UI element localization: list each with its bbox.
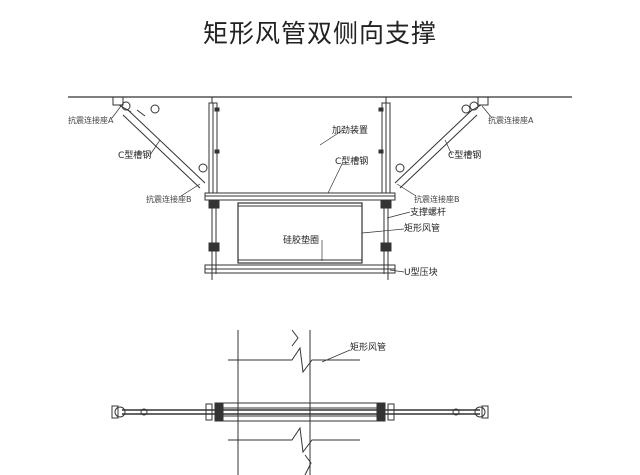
bottom-cross-beam — [204, 264, 396, 280]
rectangular-duct-section — [237, 202, 363, 264]
leader-line-plan — [321, 349, 351, 363]
label-stiffener: 加劲装置 — [332, 124, 368, 136]
label-plan-duct: 矩形风管 — [350, 341, 386, 353]
diagonal-brace-left — [122, 104, 208, 189]
label-support-screw: 支撑螺杆 — [410, 206, 446, 218]
label-u-clamp: U型压块 — [404, 266, 438, 278]
label-rectangular-duct: 矩形风管 — [404, 222, 440, 234]
plan-duct-clamp — [205, 402, 395, 422]
page-title: 矩形风管双侧向支撑 — [202, 19, 437, 48]
vertical-hanger-right — [378, 97, 391, 194]
vertical-hanger-left — [208, 97, 220, 194]
leader-lines-elevation — [111, 105, 493, 273]
label-silicone-gasket: 硅胶垫圈 — [283, 234, 319, 246]
label-c-channel-right: C型槽钢 — [448, 149, 481, 161]
label-seismic-connector-a-left: 抗震连接座A — [68, 115, 114, 125]
label-c-channel-center: C型槽钢 — [335, 155, 368, 167]
label-seismic-connector-b-right: 抗震连接座B — [414, 194, 460, 204]
plan-brace-rod — [111, 405, 489, 419]
diagonal-brace-right — [394, 104, 478, 189]
top-cross-beam — [204, 192, 396, 201]
support-screw-right — [380, 199, 392, 274]
support-screw-left — [208, 199, 220, 274]
label-seismic-connector-a-right: 抗震连接座A — [488, 115, 534, 125]
label-seismic-connector-b-left: 抗震连接座B — [146, 194, 192, 204]
label-c-channel-left: C型槽钢 — [118, 149, 151, 161]
